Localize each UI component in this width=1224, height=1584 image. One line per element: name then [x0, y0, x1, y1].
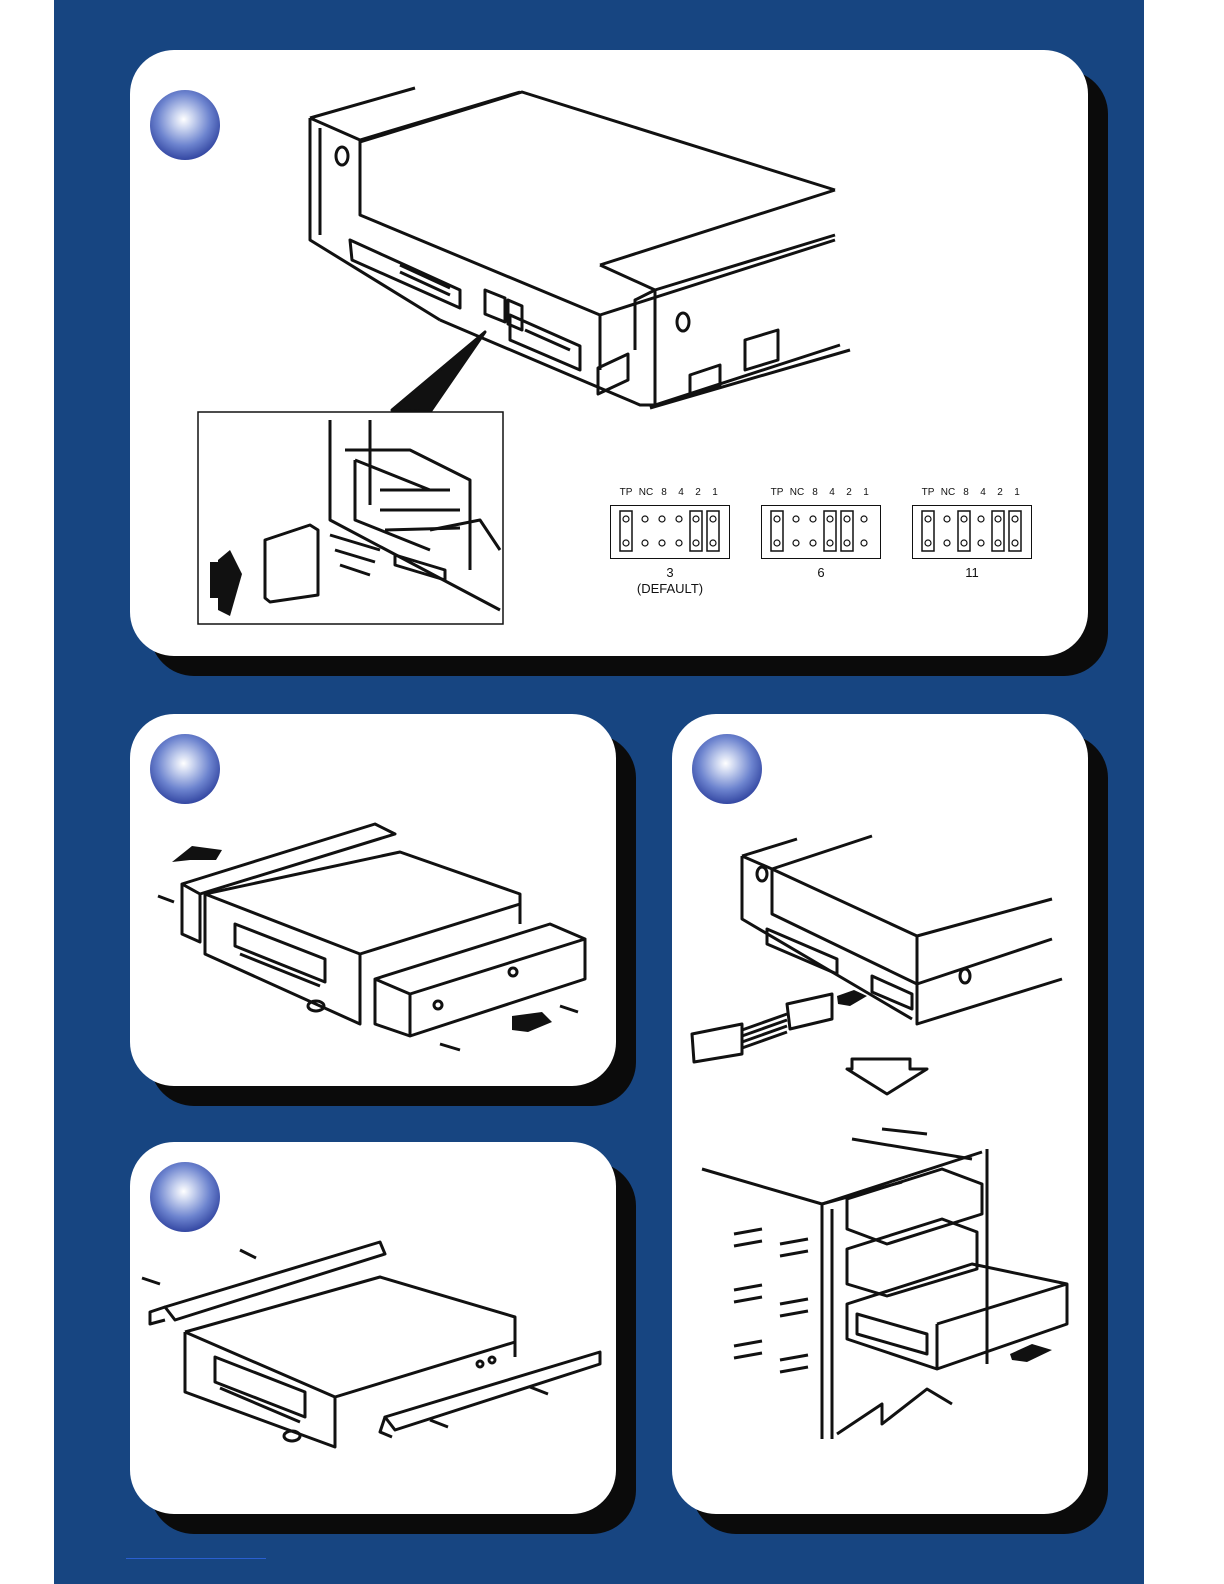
- pin-label-1: 1: [712, 487, 718, 498]
- jumper-caption-value: 3: [590, 565, 750, 581]
- panel-jumper-settings: TP NC 8 4 2 1 3 (DEFAULT: [130, 50, 1088, 656]
- pin-label-8: 8: [963, 487, 969, 498]
- jumper-pins-icon: [610, 505, 730, 559]
- pin-label-2: 2: [846, 487, 852, 498]
- pin-label-4: 4: [678, 487, 684, 498]
- jumper-caption: 6: [741, 565, 901, 581]
- jumper-caption-value: 11: [892, 565, 1052, 581]
- attach-mounting-brackets-icon: [130, 1142, 616, 1514]
- jumper-pin-labels: TP NC 8 4 2 1: [912, 487, 1036, 501]
- jumper-pins-icon: [912, 505, 1032, 559]
- pin-label-tp: TP: [771, 487, 784, 498]
- pin-label-4: 4: [829, 487, 835, 498]
- pin-label-2: 2: [997, 487, 1003, 498]
- pin-label-1: 1: [863, 487, 869, 498]
- pin-label-4: 4: [980, 487, 986, 498]
- jumper-caption: 11: [892, 565, 1052, 581]
- jumper-caption-value: 6: [741, 565, 901, 581]
- pin-label-8: 8: [661, 487, 667, 498]
- pin-label-nc: NC: [639, 487, 653, 498]
- jumper-pins-icon: [761, 505, 881, 559]
- jumper-caption: 3 (DEFAULT): [590, 565, 750, 597]
- jumper-pin-labels: TP NC 8 4 2 1: [761, 487, 885, 501]
- jumper-pin-labels: TP NC 8 4 2 1: [610, 487, 734, 501]
- panel-remove-rails: [130, 714, 616, 1086]
- connect-power-and-insert-drive-icon: [672, 714, 1088, 1514]
- footer-link-underline[interactable]: [126, 1558, 266, 1559]
- pin-label-8: 8: [812, 487, 818, 498]
- pin-label-nc: NC: [941, 487, 955, 498]
- pin-label-tp: TP: [620, 487, 633, 498]
- remove-mounting-rails-icon: [130, 714, 616, 1086]
- panel-attach-brackets: [130, 1142, 616, 1514]
- pin-label-nc: NC: [790, 487, 804, 498]
- pin-label-2: 2: [695, 487, 701, 498]
- pin-label-tp: TP: [922, 487, 935, 498]
- jumper-caption-note: (DEFAULT): [590, 581, 750, 597]
- pin-label-1: 1: [1014, 487, 1020, 498]
- panel-install-drive: [672, 714, 1088, 1514]
